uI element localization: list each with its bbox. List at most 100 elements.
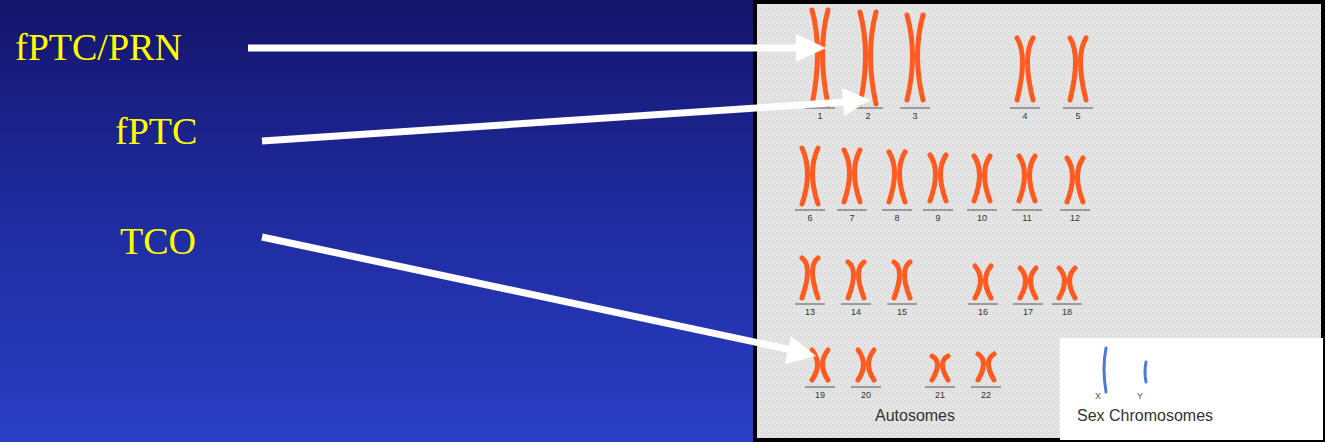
gene-label: fPTC/PRN xyxy=(15,28,182,66)
chromosome-number: 3 xyxy=(912,112,917,121)
pointer-arrow xyxy=(262,237,792,350)
chromatid xyxy=(1070,268,1076,298)
sex-chromosome-inset xyxy=(1060,338,1323,440)
rule-line xyxy=(1052,304,1082,305)
chromatid xyxy=(812,10,818,105)
group-caption: Sex Chromosomes xyxy=(1077,408,1213,424)
chromosome-number: 17 xyxy=(1023,308,1033,317)
rule-line xyxy=(805,387,835,388)
chromatid xyxy=(844,150,850,202)
chromatid xyxy=(1145,362,1146,382)
chromatid xyxy=(869,350,875,380)
rule-line xyxy=(837,210,867,211)
chromatid xyxy=(1104,348,1106,392)
rule-line xyxy=(925,387,955,388)
gene-label: TCO xyxy=(120,222,196,260)
chromatid xyxy=(889,152,895,202)
rule-line xyxy=(1013,304,1043,305)
chromatid xyxy=(813,148,819,204)
chromatid xyxy=(907,15,913,100)
rule-line xyxy=(795,304,825,305)
pointer-arrow xyxy=(248,45,800,52)
chromosome-number: 7 xyxy=(849,214,854,223)
rule-line xyxy=(900,108,930,109)
chromosome-number: 5 xyxy=(1075,112,1080,121)
rule-line xyxy=(1012,210,1042,211)
gene-label: fPTC xyxy=(115,112,197,150)
chromosome-number: 14 xyxy=(851,308,861,317)
chromatid xyxy=(930,155,936,201)
rule-line xyxy=(851,387,881,388)
rule-line xyxy=(795,210,825,211)
chromosome-number: 15 xyxy=(897,308,907,317)
chromatid xyxy=(823,350,829,380)
rule-line xyxy=(968,304,998,305)
chromosome-number: 9 xyxy=(935,214,940,223)
rule-line xyxy=(841,304,871,305)
chromosome-number: 10 xyxy=(977,214,987,223)
chromatid xyxy=(986,266,992,298)
rule-line xyxy=(882,210,912,211)
chromatid xyxy=(989,354,995,380)
chromatid xyxy=(848,262,854,298)
chromatid xyxy=(1067,158,1073,202)
chromosome-number: 16 xyxy=(978,308,988,317)
rule-line xyxy=(971,387,1001,388)
chromosome-number: 22 xyxy=(981,391,991,400)
rule-line xyxy=(887,304,917,305)
chromosomes xyxy=(795,10,1146,392)
chromatid xyxy=(1070,38,1076,100)
chromatid xyxy=(823,10,829,105)
chromatid xyxy=(975,266,981,298)
chromatid xyxy=(860,12,866,104)
chromatid xyxy=(802,148,808,204)
chromosome-name: X xyxy=(1095,392,1101,401)
chromatid xyxy=(932,356,938,380)
chromatid xyxy=(1028,38,1034,100)
chromatid xyxy=(871,12,877,104)
chromosome-number: 6 xyxy=(807,214,812,223)
chromosome-number: 18 xyxy=(1062,308,1072,317)
arrow-head xyxy=(785,336,816,364)
chromatid xyxy=(1030,156,1036,201)
chromosome-number: 13 xyxy=(805,308,815,317)
chromatid xyxy=(894,262,900,298)
chromatid xyxy=(905,262,911,298)
chromatid xyxy=(918,15,924,100)
chromosome-number: 1 xyxy=(817,112,822,121)
chromatid xyxy=(1081,38,1087,100)
chromatid xyxy=(941,155,947,201)
rule-line xyxy=(1010,108,1040,109)
pointer-arrows xyxy=(248,34,870,364)
chromatid xyxy=(855,150,861,202)
chromosome-number: 21 xyxy=(935,391,945,400)
chromosome-number: 8 xyxy=(894,214,899,223)
karyotype-panel xyxy=(755,2,1323,440)
chromosome-name: Y xyxy=(1137,392,1143,401)
chromatid xyxy=(974,156,980,201)
chromatid xyxy=(978,354,984,380)
chromatid xyxy=(813,258,819,298)
chromatid xyxy=(858,350,864,380)
chromatid xyxy=(943,356,949,380)
rule-line xyxy=(923,210,953,211)
pointer-arrow xyxy=(262,102,845,141)
chromosome-number: 19 xyxy=(815,391,825,400)
chromosome-number: 11 xyxy=(1022,214,1031,223)
chromosome-number: 12 xyxy=(1070,214,1080,223)
chromosome-number: 2 xyxy=(865,112,870,121)
chromatid xyxy=(1019,156,1025,201)
chromatid xyxy=(1078,158,1084,202)
chromatid xyxy=(859,262,865,298)
group-caption: Autosomes xyxy=(875,408,955,424)
chromatid xyxy=(1031,268,1037,298)
chromosome-number: 20 xyxy=(861,391,871,400)
chromatid xyxy=(985,156,991,201)
chromosome-number: 4 xyxy=(1022,112,1027,121)
chromatid xyxy=(802,258,808,298)
chromatid xyxy=(1020,268,1026,298)
chromatid xyxy=(1059,268,1065,298)
rule-line xyxy=(967,210,997,211)
rule-line xyxy=(1063,108,1093,109)
